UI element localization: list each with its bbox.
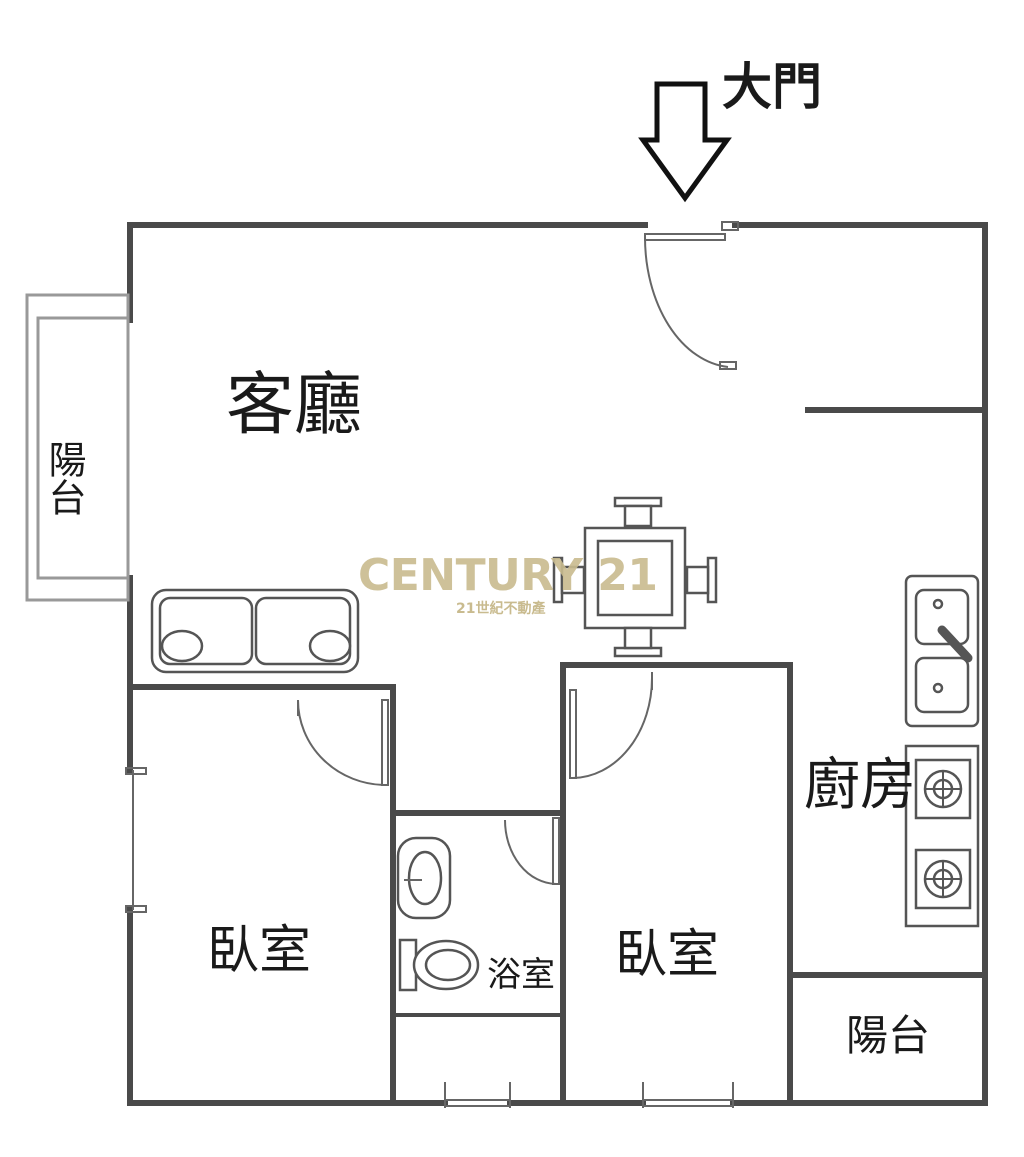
down-arrow-icon [638,81,732,203]
kitchen-label: 廚房 [804,753,916,818]
watermark-subtitle: 21世紀不動產 [456,600,545,617]
balcony-left-text: 陽台 [42,440,86,516]
entrance-label: 大門 [722,57,822,116]
bedroom-1-label: 臥室 [207,921,311,981]
dining-table [552,496,718,658]
living-room-label: 客廳 [226,366,362,445]
stove [904,744,980,928]
doors [297,221,739,885]
walls [127,222,988,1106]
balcony-left-label: 陽台 [42,440,86,516]
balcony-right-label: 陽台 [846,1011,930,1060]
washbasin [396,836,452,920]
windows [125,767,734,1108]
bathroom-label: 浴室 [487,955,555,995]
kitchen-sink [904,574,980,728]
watermark-brand: CENTURY 21 [358,550,658,601]
sofa [150,588,360,674]
toilet [398,938,480,992]
left-balcony [25,293,130,602]
bedroom-2-label: 臥室 [615,925,719,985]
